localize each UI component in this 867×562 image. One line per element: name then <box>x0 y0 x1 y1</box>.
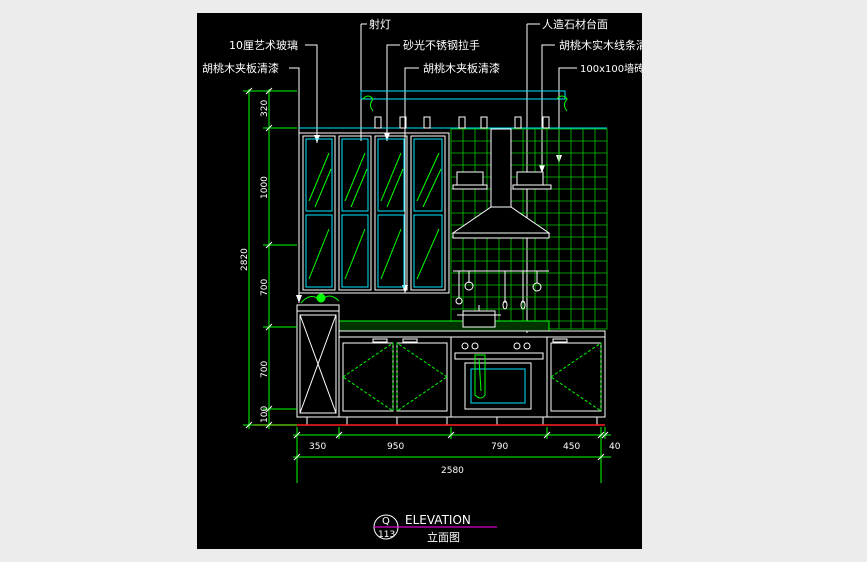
dim-350: 350 <box>309 442 326 452</box>
label-steel-handle: 砂光不锈钢拉手 <box>403 38 480 52</box>
lower-cabinets <box>296 310 606 425</box>
cooking-pot <box>457 305 501 328</box>
dim-1000: 1000 <box>260 176 270 199</box>
dim-700-lower: 700 <box>260 361 270 378</box>
dim-700-upper: 700 <box>260 279 270 296</box>
title-sub: 立面图 <box>427 530 460 544</box>
label-wall-tile: 100x100墙砖 <box>580 62 642 75</box>
dim-320: 320 <box>260 100 270 117</box>
vertical-dimension-lines <box>243 87 297 429</box>
horizontal-dimension-texts: 350 950 790 450 40 2580 <box>309 442 621 476</box>
title-symbol-top: Q <box>382 516 390 527</box>
title-symbol-bottom: 113 <box>378 530 395 540</box>
ceiling-trim <box>299 90 607 129</box>
wall-shelf <box>452 171 552 190</box>
dim-100: 100 <box>260 406 270 423</box>
dim-2580: 2580 <box>441 466 464 476</box>
label-spotlight: 射灯 <box>369 17 391 31</box>
label-walnut-panel-left: 胡桃木夹板清漆 <box>202 61 279 75</box>
drawing-canvas: 射灯 人造石材台面 10厘艺术玻璃 砂光不锈钢拉手 胡桃木实木线条清漆 胡桃木夹… <box>197 13 658 549</box>
dim-790: 790 <box>491 442 508 452</box>
dim-40: 40 <box>609 442 621 452</box>
dim-450: 450 <box>563 442 580 452</box>
hanging-utensils <box>453 270 549 310</box>
elevation-drawing: 射灯 人造石材台面 10厘艺术玻璃 砂光不锈钢拉手 胡桃木实木线条清漆 胡桃木夹… <box>202 17 658 544</box>
label-art-glass: 10厘艺术玻璃 <box>229 38 298 52</box>
vertical-dimension-texts: 320 1000 700 700 100 2820 <box>240 100 270 423</box>
title-block: Q 113 ELEVATION 立面图 <box>373 513 497 544</box>
plant <box>300 293 340 306</box>
dim-2820: 2820 <box>240 248 250 271</box>
dim-950: 950 <box>387 442 404 452</box>
title-main: ELEVATION <box>405 513 471 527</box>
label-walnut-trim: 胡桃木实木线条清漆 <box>559 38 642 52</box>
label-walnut-panel-right: 胡桃木夹板清漆 <box>423 61 500 75</box>
upper-cabinets <box>298 132 450 294</box>
annotation-labels: 射灯 人造石材台面 10厘艺术玻璃 砂光不锈钢拉手 胡桃木实木线条清漆 胡桃木夹… <box>202 17 658 75</box>
range-hood <box>451 128 551 239</box>
horizontal-dimension-lines <box>293 427 611 483</box>
label-stone-countertop: 人造石材台面 <box>542 17 608 31</box>
